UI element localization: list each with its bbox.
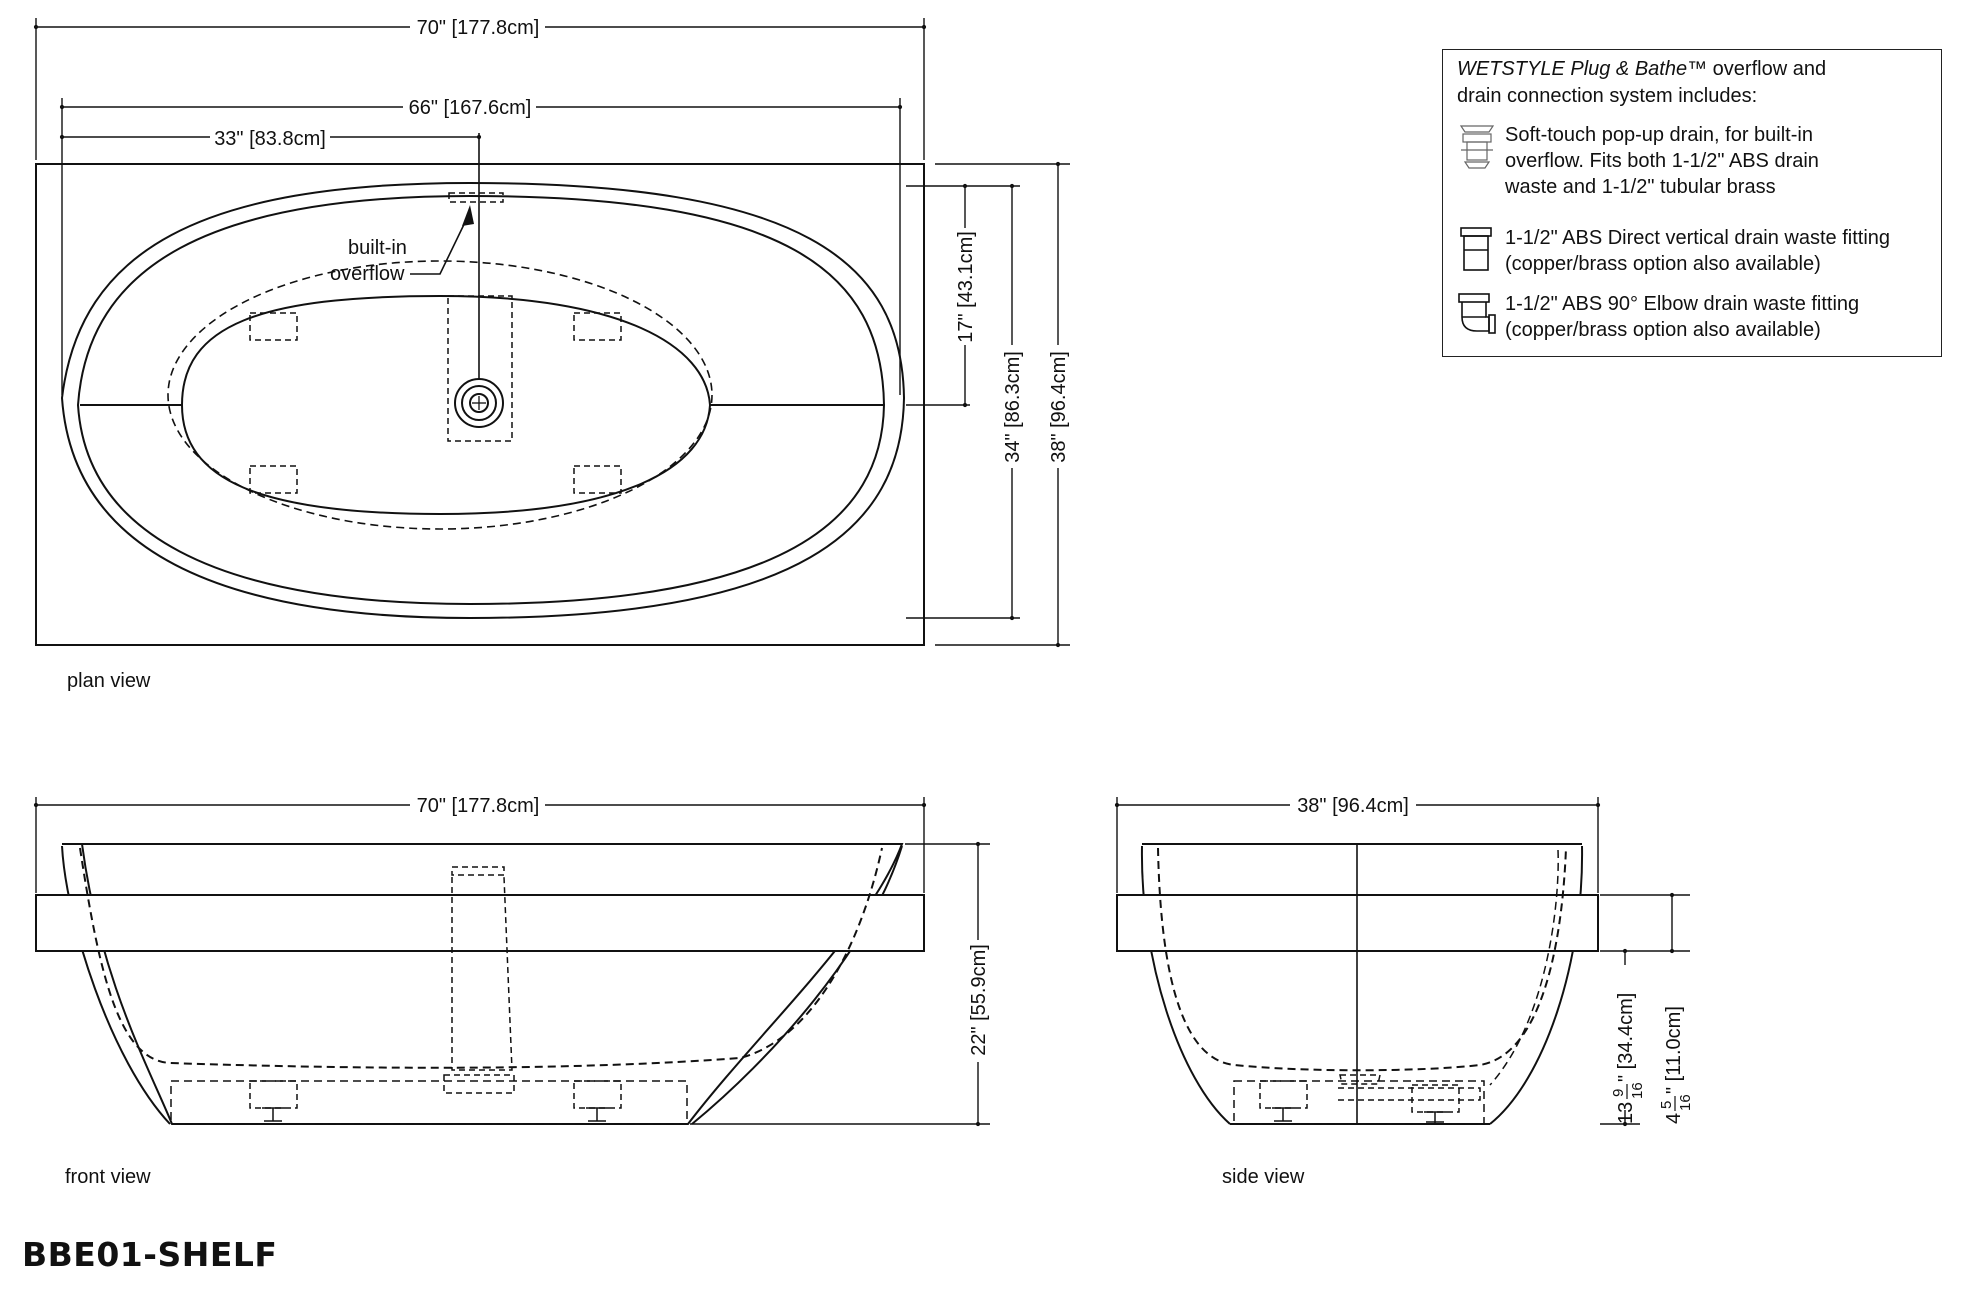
side-tub-right	[1489, 845, 1584, 1125]
side-base-dashed	[1233, 1080, 1485, 1125]
dim-side-shelf-height: 13 9 16 " [34.4cm]	[1610, 993, 1646, 1124]
svg-text:" [11.0cm]: " [11.0cm]	[1663, 1006, 1685, 1094]
side-dimensions	[1114, 797, 1690, 1127]
side-foot	[1411, 1084, 1460, 1113]
plan-tub-rim-inner	[76, 194, 886, 606]
elbow-fitting-icon	[1458, 293, 1496, 334]
drain-system-legend: WETSTYLE Plug & Bathe™ overflow and drai…	[1442, 49, 1942, 357]
vertical-fitting-icon	[1460, 227, 1492, 271]
side-tub-left	[1140, 845, 1231, 1125]
dim-side-shelf-thickness: 4 5 16 " [11.0cm]	[1658, 1006, 1694, 1124]
svg-text:" [34.4cm]: " [34.4cm]	[1615, 993, 1637, 1082]
plan-tub-rim-outer	[60, 181, 906, 620]
plan-basin-floor-dashed	[167, 260, 713, 530]
svg-text:5: 5	[1658, 1101, 1675, 1109]
dim-plan-width-outer: 70" [177.8cm]	[417, 17, 540, 39]
plan-foot	[573, 312, 622, 341]
front-foot	[573, 1080, 622, 1109]
dim-plan-half-depth: 17" [43.1cm]	[955, 231, 977, 343]
dim-plan-width-tub: 66" [167.6cm]	[409, 97, 532, 119]
overflow-leader	[410, 211, 471, 275]
front-tub-outer	[61, 845, 171, 1125]
dim-side-width: 38" [96.4cm]	[1297, 795, 1409, 817]
front-foot	[249, 1080, 298, 1109]
overflow-label: overflow	[330, 263, 405, 285]
front-overflow	[451, 866, 505, 876]
front-overflow-pipe	[451, 876, 513, 1071]
dim-plan-tub-depth: 34" [86.3cm]	[1002, 351, 1024, 463]
model-number: BBE01-SHELF	[22, 1235, 278, 1274]
front-view-label: front view	[65, 1166, 151, 1188]
dim-plan-total-depth: 38" [96.4cm]	[1048, 351, 1070, 463]
svg-text:13: 13	[1615, 1102, 1637, 1124]
legend-title: WETSTYLE Plug & Bathe™ overflow and drai…	[1457, 58, 1827, 107]
front-view	[35, 843, 925, 1125]
dim-front-width: 70" [177.8cm]	[417, 795, 540, 817]
svg-text:4: 4	[1663, 1113, 1685, 1124]
front-tub-outline	[62, 843, 904, 1125]
side-view-label: side view	[1222, 1166, 1305, 1188]
overflow-label: built-in	[348, 237, 407, 259]
plan-basin	[180, 294, 712, 516]
plan-foot	[249, 465, 298, 494]
front-basin-dashed	[79, 847, 883, 1069]
side-view	[1116, 843, 1599, 1125]
side-foot	[1259, 1080, 1308, 1109]
svg-text:16: 16	[1677, 1094, 1694, 1111]
plan-view	[35, 133, 925, 646]
plan-dimensions	[33, 18, 1070, 648]
front-shelf	[35, 894, 925, 952]
plan-foot	[249, 312, 298, 341]
front-dimensions	[33, 797, 990, 1127]
plan-view-label: plan view	[67, 670, 151, 692]
side-basin-dashed	[1157, 847, 1567, 1072]
pop-up-drain-icon	[1459, 125, 1495, 169]
side-drain-fitting	[1338, 1074, 1481, 1101]
front-tub-right	[691, 845, 903, 1125]
plan-foot	[573, 465, 622, 494]
dim-plan-center: 33" [83.8cm]	[214, 128, 326, 150]
plan-drain-channel	[447, 295, 513, 442]
svg-text:9: 9	[1610, 1089, 1627, 1097]
plan-overflow-channel	[448, 192, 504, 203]
dim-front-height: 22" [55.9cm]	[968, 944, 990, 1056]
svg-text:16: 16	[1629, 1082, 1646, 1099]
front-base-dashed	[170, 1080, 688, 1125]
